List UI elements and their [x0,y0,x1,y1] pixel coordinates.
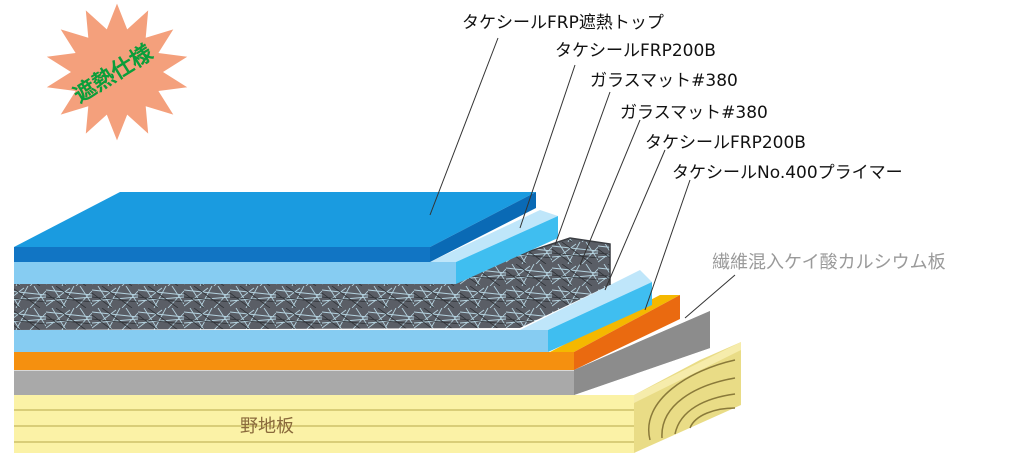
label-glass-mat-upper: ガラスマット#380 [590,71,738,91]
top-coat-layer [14,192,536,262]
label-frp-lower: タケシールFRP200B [645,133,806,153]
leader-calcium-board [684,274,736,319]
leader-primer [644,179,691,311]
label-base-board: 野地板 [240,416,294,437]
label-frp-upper: タケシールFRP200B [555,41,716,61]
leader-lines [429,37,736,319]
label-primer: タケシールNo.400プライマー [672,163,903,183]
leader-top-coat [429,37,499,216]
primer-layer [14,295,680,370]
wood-end-grain [634,342,741,453]
badge-starburst: 遮熱仕様 [46,3,188,141]
leader-frp-lower [604,149,666,291]
label-calcium-board: 繊維混入ケイ酸カルシウム板 [712,252,946,273]
leader-frp-upper [519,64,576,229]
frp-lower-layer [14,270,652,352]
leader-glass-mat-lower [579,119,641,266]
base-board [14,342,741,453]
starburst-shape [46,3,188,141]
label-glass-mat-lower: ガラスマット#380 [620,103,768,123]
label-top-coat: タケシールFRP遮熱トップ [462,13,664,33]
leader-glass-mat-upper [554,91,611,246]
frp-upper-layer [14,210,558,284]
